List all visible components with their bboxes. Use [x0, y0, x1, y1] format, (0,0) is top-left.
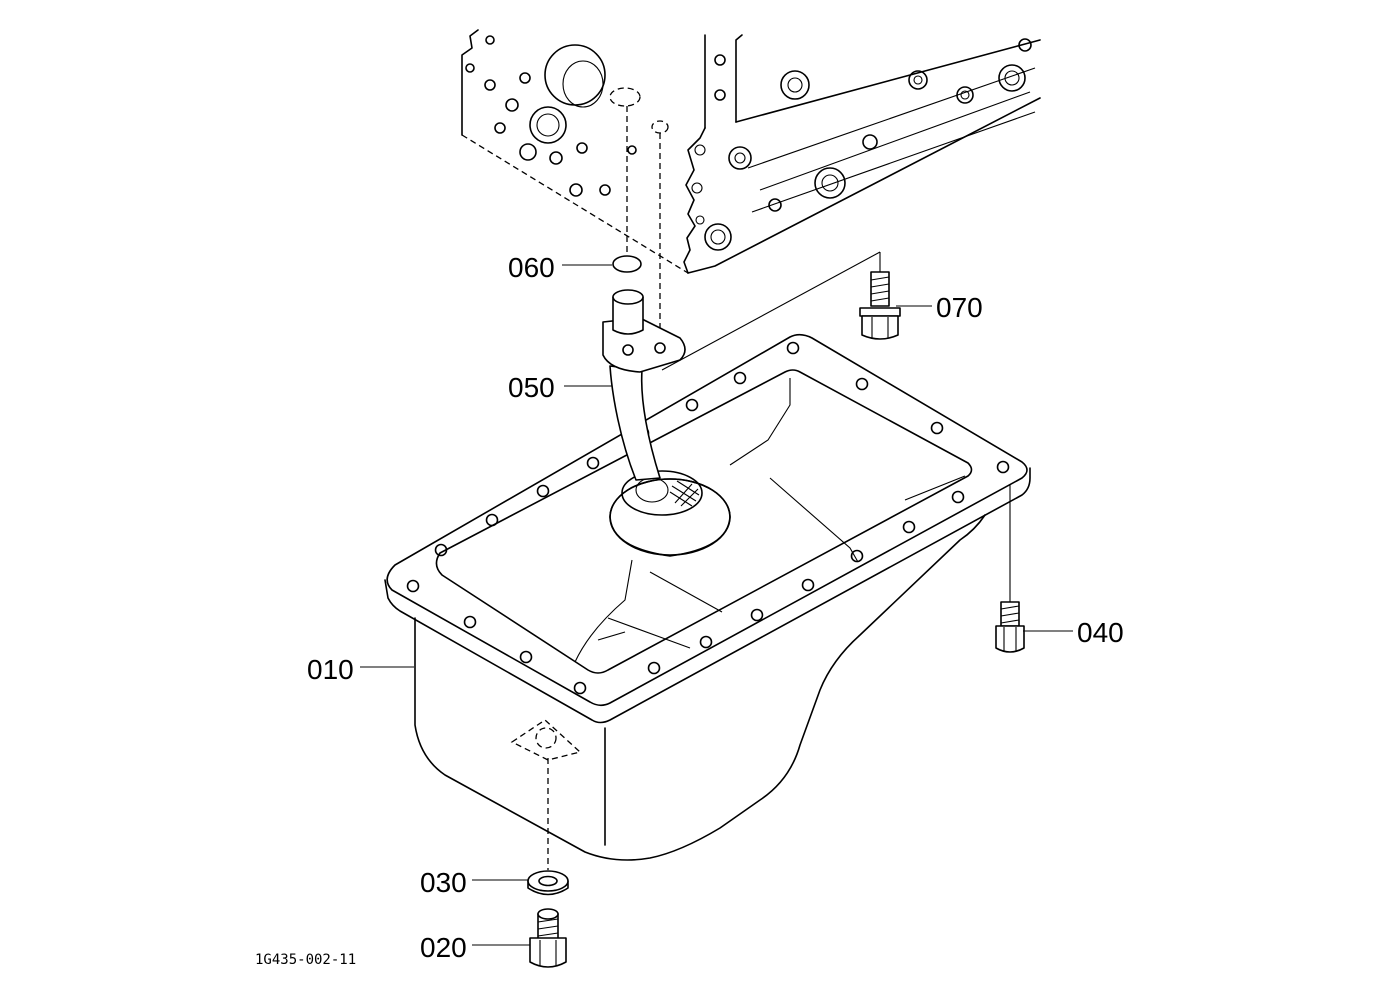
engine-block	[461, 29, 1041, 274]
drawing-number: 1G435-002-11	[255, 952, 356, 968]
o-ring	[612, 255, 642, 273]
callout-070: 070	[936, 292, 983, 323]
callout-leaders	[360, 264, 1073, 946]
alignment-lines	[547, 106, 1011, 870]
callout-050: 050	[508, 372, 555, 403]
callout-030: 030	[420, 867, 467, 898]
rim-bolt-holes	[406, 341, 1010, 695]
callout-020: 020	[420, 932, 467, 963]
washer	[527, 870, 569, 896]
bolt-070	[859, 271, 901, 340]
callout-040: 040	[1077, 617, 1124, 648]
bolt-040	[995, 601, 1025, 653]
oil-pan	[384, 333, 1031, 861]
callout-060: 060	[508, 252, 555, 283]
callout-010: 010	[307, 654, 354, 685]
oil-strainer	[602, 289, 731, 557]
drain-plug	[529, 908, 567, 968]
